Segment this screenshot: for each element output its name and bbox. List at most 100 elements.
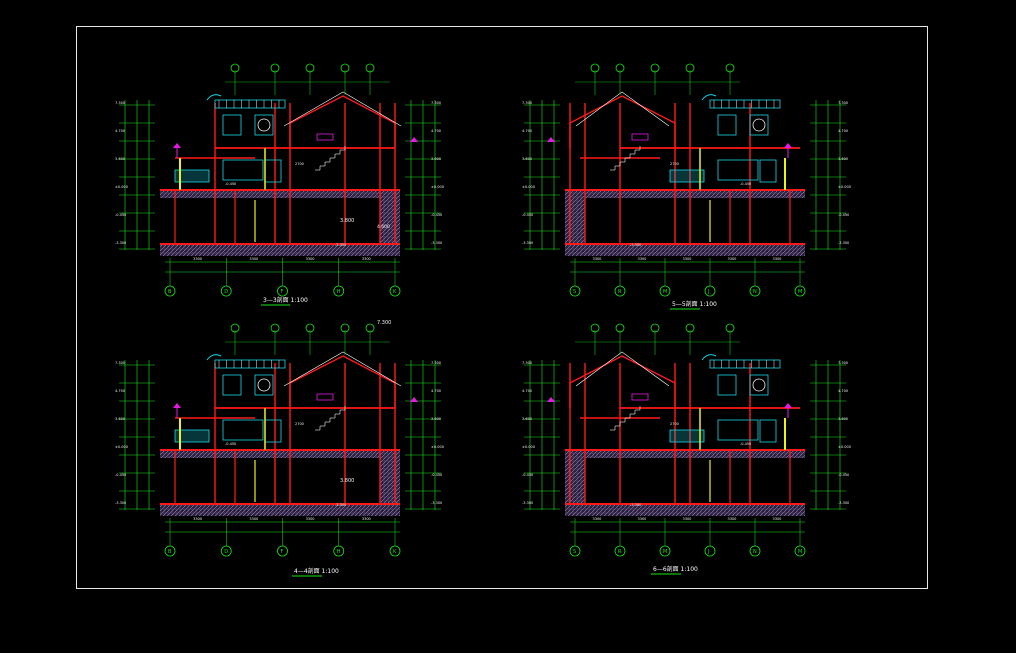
- level-label: -0.450: [225, 182, 236, 186]
- foundation-hatch: [160, 244, 400, 256]
- dim-value: 3300: [773, 517, 782, 521]
- grid-label: D: [224, 549, 228, 555]
- pool-section: [669, 429, 705, 443]
- foundation-hatch: [565, 504, 805, 516]
- window-frame: [717, 374, 737, 396]
- grid-label: R: [618, 289, 622, 295]
- grid-bubble-top: [365, 323, 375, 333]
- retaining-wall-hatch: [380, 450, 400, 510]
- level-label: -0.450: [838, 473, 849, 477]
- section-title-5-5: 5—5剖面 1:100: [672, 300, 717, 308]
- window-frame: [222, 159, 264, 181]
- window-frame: [254, 114, 274, 136]
- level-label: 3.600: [115, 417, 125, 421]
- level-label: -0.450: [522, 213, 533, 217]
- level-label: 3.600: [522, 417, 532, 421]
- grid-bubble-top: [685, 63, 695, 73]
- pool-section: [174, 429, 210, 443]
- level-label: -3.300: [115, 501, 126, 505]
- level-label: ±0.000: [115, 185, 128, 189]
- balcony-railing: [709, 99, 781, 109]
- level-mark-label: 3.800: [340, 218, 354, 224]
- grid-bubble: [749, 285, 761, 297]
- level-label: -3.300: [630, 243, 641, 247]
- level-label: -3.300: [115, 241, 126, 245]
- ground-hatch: [160, 450, 400, 458]
- balcony-railing: [709, 359, 781, 369]
- foundation-hatch: [160, 504, 400, 516]
- grid-bubble: [389, 285, 401, 297]
- dim-value: 3300: [362, 257, 371, 261]
- dim-value: 3300: [683, 257, 692, 261]
- section-6-6: 7.3007.3004.7004.7003.6003.600±0.000±0.0…: [522, 323, 851, 557]
- retaining-wall-hatch: [380, 190, 400, 250]
- grid-bubble: [220, 545, 232, 557]
- grid-bubble: [659, 545, 671, 557]
- grid-bubble-top: [725, 63, 735, 73]
- window-frame: [222, 419, 264, 441]
- level-mark-label: 4.600: [377, 224, 390, 230]
- dim-value: 2700: [670, 162, 679, 166]
- dim-value: 3300: [593, 257, 602, 261]
- door-frame: [759, 419, 777, 443]
- grid-label: H: [337, 549, 341, 555]
- grid-bubble: [333, 545, 345, 557]
- level-label: -0.450: [838, 213, 849, 217]
- level-label: -3.300: [335, 243, 346, 247]
- grid-bubble-top: [305, 63, 315, 73]
- dim-value: 3300: [306, 517, 315, 521]
- grid-label: S: [573, 289, 576, 295]
- drawing-frame: [76, 26, 928, 589]
- lamp-post: [173, 143, 181, 148]
- grid-bubble: [569, 545, 581, 557]
- level-label: -0.450: [431, 473, 442, 477]
- grid-bubble: [614, 285, 626, 297]
- window-frame: [749, 374, 769, 396]
- level-label: -3.300: [522, 241, 533, 245]
- level-label: -3.300: [431, 241, 442, 245]
- grid-label: B: [168, 289, 172, 295]
- eave-ornament: [206, 94, 222, 101]
- eave-ornament: [206, 354, 222, 361]
- level-label: ±0.000: [522, 445, 535, 449]
- grid-bubble-top: [650, 63, 660, 73]
- level-label: -3.300: [522, 501, 533, 505]
- section-title-3-3: 3—3剖面 1:100: [263, 296, 308, 304]
- grid-label: M: [798, 289, 802, 295]
- window-frame: [254, 374, 274, 396]
- level-mark-label: 3.800: [340, 478, 354, 484]
- door-frame: [759, 159, 777, 183]
- ground-hatch: [160, 190, 400, 198]
- balcony-railing: [214, 99, 286, 109]
- level-label: 3.600: [838, 157, 848, 161]
- level-label: 4.700: [522, 129, 532, 133]
- dim-value: 3300: [773, 257, 782, 261]
- grid-label: S: [573, 549, 576, 555]
- eave-ornament: [701, 354, 717, 361]
- ground-hatch: [565, 190, 805, 198]
- dim-value: 2700: [670, 422, 679, 426]
- grid-bubble: [164, 545, 176, 557]
- level-label: -3.300: [630, 503, 641, 507]
- grid-label: N: [753, 289, 757, 295]
- decorative-window: [316, 133, 334, 141]
- dim-value: 3300: [249, 257, 258, 261]
- section-title-6-6: 6—6剖面 1:100: [653, 565, 698, 573]
- dim-value: 3300: [306, 257, 315, 261]
- pool-section: [174, 169, 210, 183]
- decorative-window: [631, 133, 649, 141]
- grid-label: D: [224, 289, 228, 295]
- dim-value: 2700: [295, 422, 304, 426]
- grid-bubble-top: [615, 63, 625, 73]
- dim-value: 3300: [593, 517, 602, 521]
- level-label: -0.450: [740, 182, 751, 186]
- level-label: 4.700: [838, 129, 848, 133]
- grid-label: M: [663, 549, 667, 555]
- grid-bubble-top: [650, 323, 660, 333]
- level-label: ±0.000: [431, 445, 444, 449]
- grid-bubble: [749, 545, 761, 557]
- level-label: 7.300: [115, 361, 125, 365]
